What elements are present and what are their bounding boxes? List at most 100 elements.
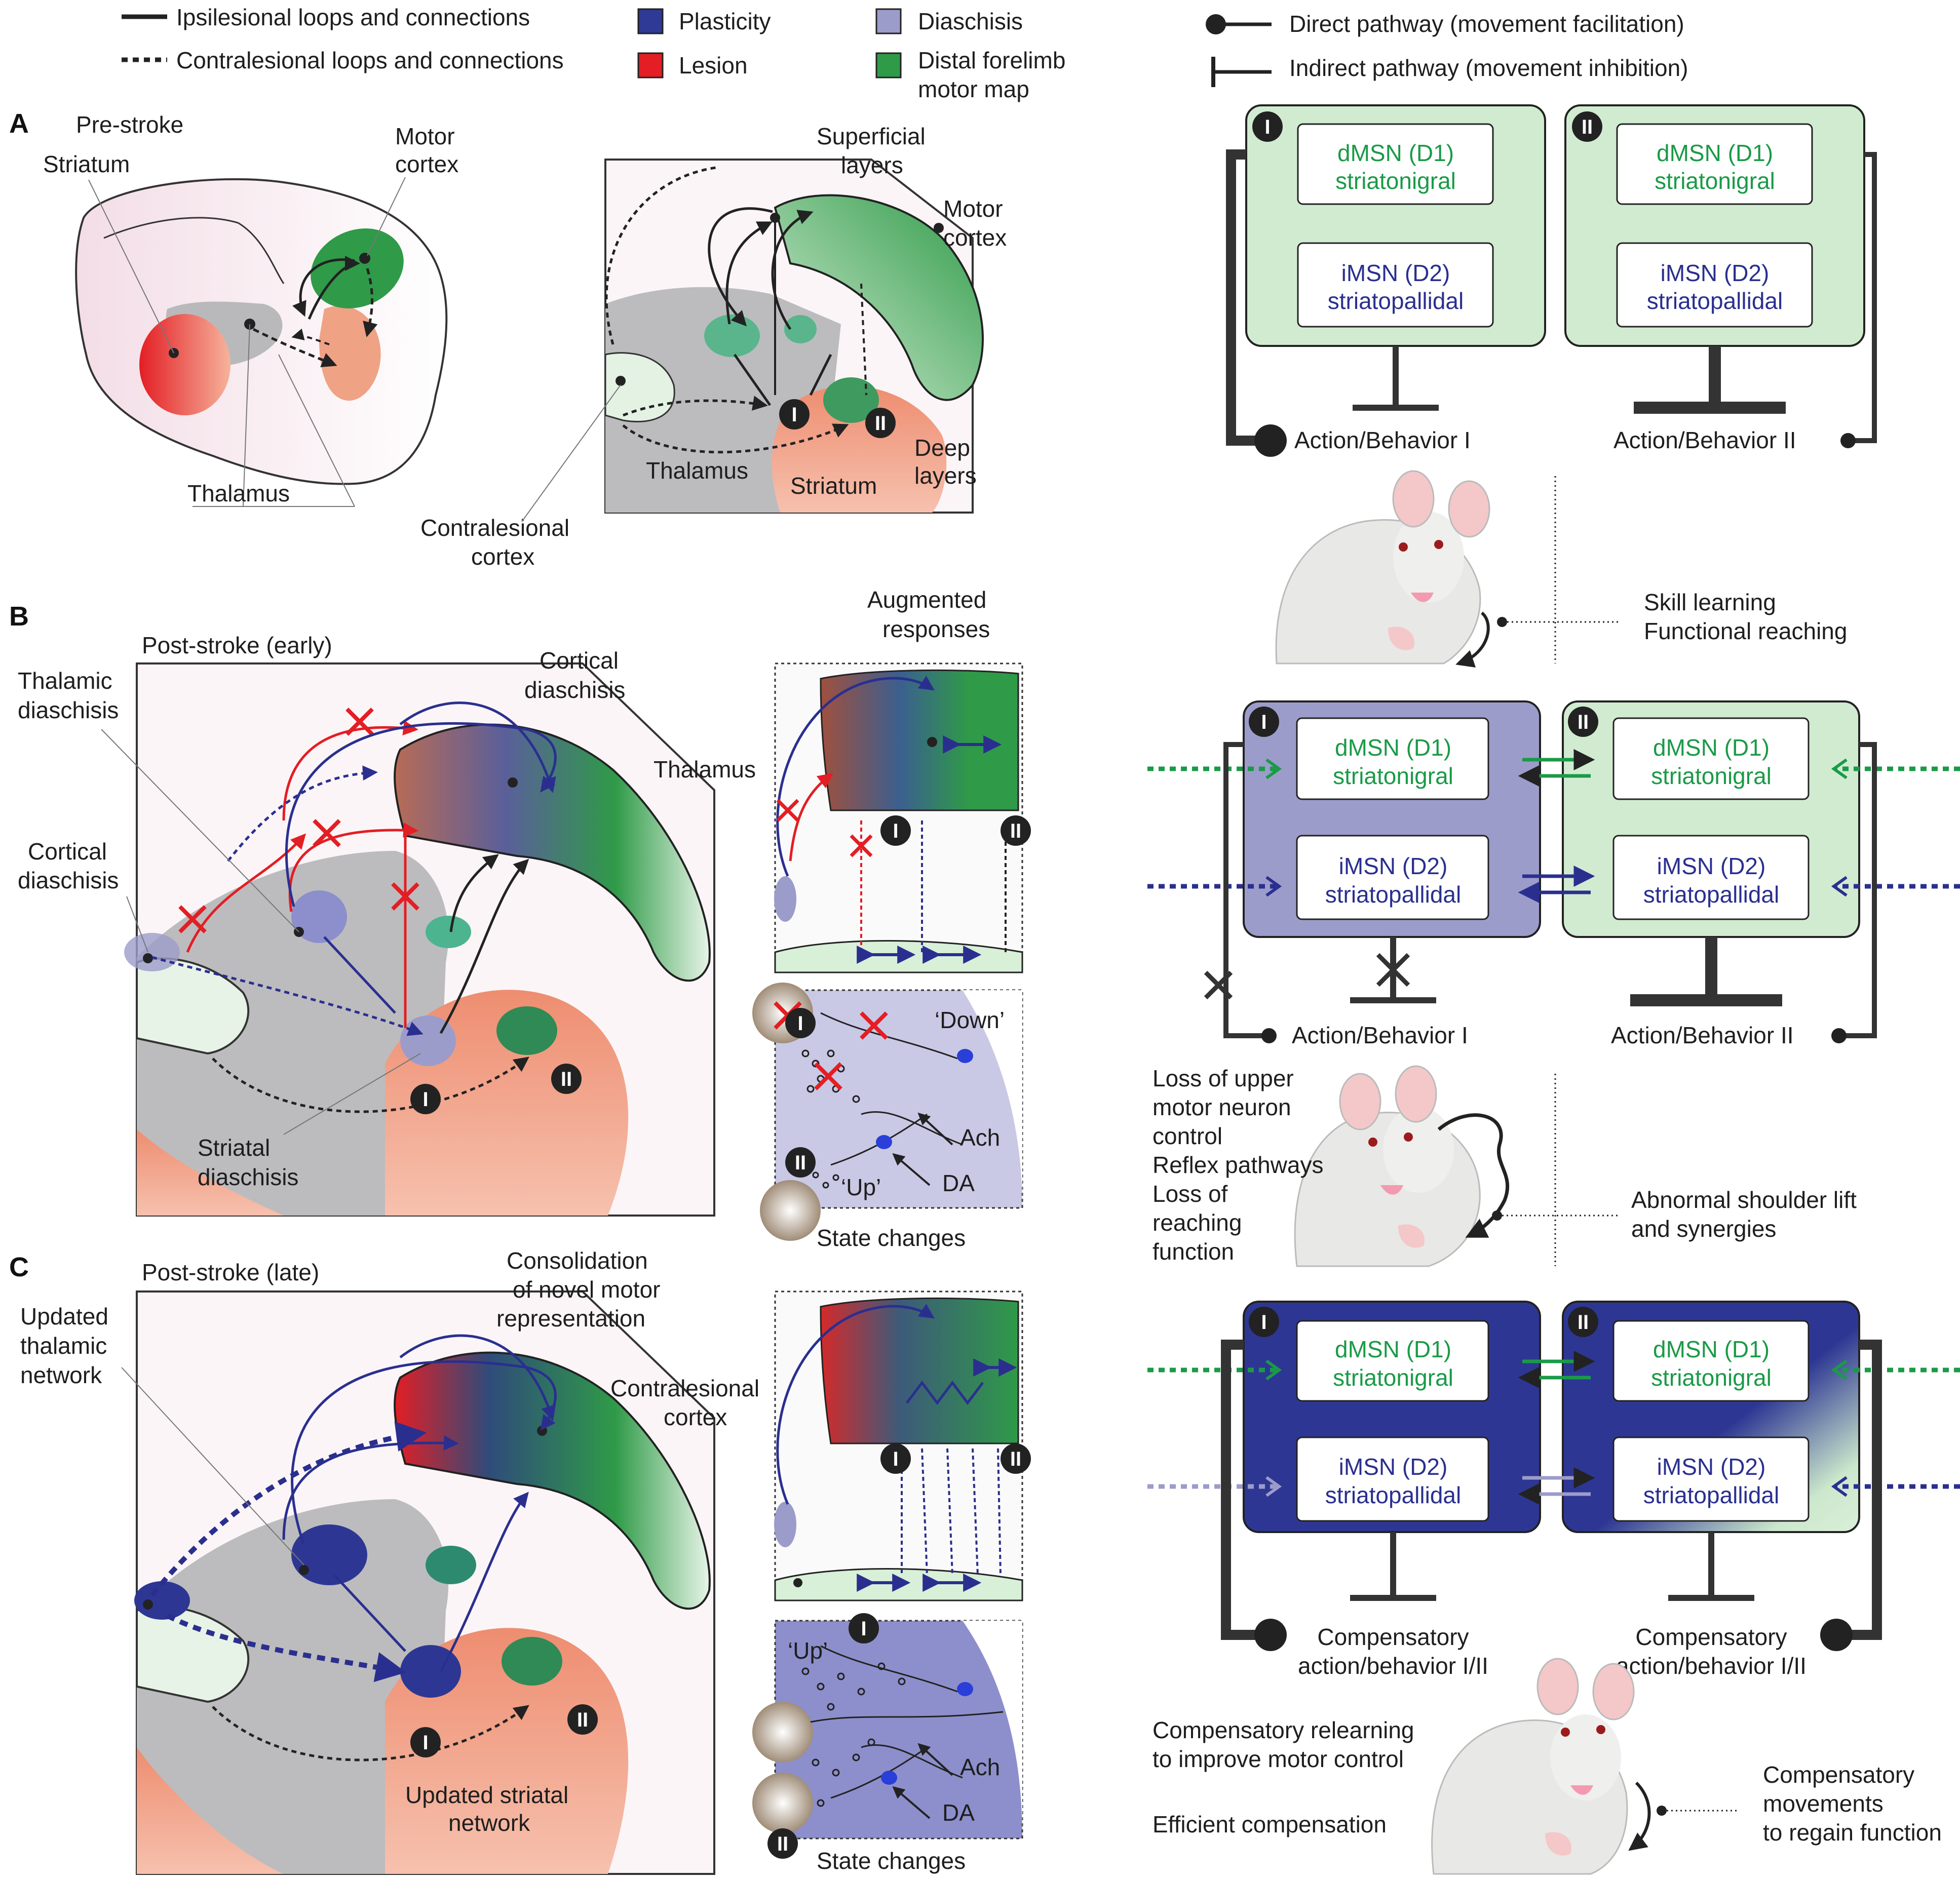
marker-I-panel-a-text: I — [791, 404, 797, 426]
panel-a-superficial-label-1: Superficial — [817, 123, 926, 149]
d2-label-1-r3: iMSN (D2) — [1339, 1454, 1448, 1480]
panel-c-consolidation-label-2: of novel motor — [513, 1276, 660, 1303]
panel-c-inset-bottom — [774, 1620, 1023, 1839]
panel-c-consolidation-label-3: representation — [496, 1305, 645, 1332]
relearn-label-1: Compensatory relearning — [1152, 1717, 1414, 1743]
loss-label-7: function — [1152, 1238, 1234, 1265]
comp-action-1-r3a: Compensatory — [1317, 1624, 1469, 1650]
legend-contra-label: Contralesional loops and connections — [176, 47, 564, 73]
circuit-row-2: dMSN (D1) striatonigral iMSN (D2) striat… — [1147, 700, 1960, 1048]
d2-label-3-r3: iMSN (D2) — [1657, 1454, 1766, 1480]
panel-b-title: Post-stroke (early) — [142, 632, 332, 658]
d2-label-4-r3: striatopallidal — [1643, 1482, 1779, 1508]
relearn-label-2: to improve motor control — [1152, 1746, 1404, 1772]
d1-label-3-r3: dMSN (D1) — [1653, 1336, 1770, 1362]
skill-learning-label: Skill learning — [1644, 589, 1776, 615]
marker-II-panel-a-text: II — [875, 412, 886, 435]
rat-illustration-2: Loss of upper motor neuron control Refle… — [1152, 1065, 1857, 1267]
panel-a: A Pre-stroke Striatum Motor cortex Thala… — [9, 108, 1007, 570]
abnormal-label-2: and synergies — [1631, 1216, 1776, 1242]
marker-I-panel-a — [779, 399, 810, 429]
panel-c-updated-thal-label-1: Updated — [20, 1303, 108, 1329]
marker-II-state-c: II — [777, 1833, 788, 1855]
legend-lesion-label: Lesion — [679, 52, 748, 79]
rat-illustration-1: Skill learning Functional reaching — [1275, 470, 1847, 668]
marker-II-state-b: II — [795, 1152, 806, 1174]
marker-II-inset-b: II — [1010, 820, 1021, 842]
loss-label-6: reaching — [1152, 1209, 1242, 1236]
panel-b-inset-bottom — [774, 989, 1023, 1209]
panel-c-updated-striatal-label-1: Updated striatal — [405, 1782, 568, 1808]
panel-b-up-label: ‘Up’ — [841, 1174, 881, 1200]
panel-b-cortical-dia-label-1: Cortical — [540, 647, 619, 674]
num-I-r1: I — [1264, 116, 1270, 138]
panel-b-striatal-dia-label-1: Striatal — [198, 1134, 270, 1161]
functional-reaching-label: Functional reaching — [1644, 618, 1847, 644]
d1-label-2-r2: striatonigral — [1333, 763, 1453, 789]
panel-a-striatum-b-label: Striatum — [790, 473, 877, 499]
legend-plasticity-label: Plasticity — [679, 8, 771, 34]
legend-diaschisis-swatch — [875, 8, 902, 34]
panel-a-deep-label-2: layers — [914, 462, 977, 489]
marker-I-panel-c: I — [422, 1732, 428, 1754]
marker-II-panel-b — [551, 1064, 582, 1094]
panel-b-cortical-dia-label-2: diaschisis — [524, 677, 625, 703]
panel-b-augmented-label-2: responses — [882, 616, 990, 642]
comp-move-label-2: movements — [1763, 1790, 1884, 1817]
legend: Ipsilesional loops and connections Contr… — [122, 4, 1688, 102]
num-II-r2: II — [1578, 711, 1589, 733]
panel-b-cortical-dia-left-label-2: diaschisis — [18, 867, 119, 893]
panel-c-updated-striatal-label-2: network — [448, 1810, 530, 1836]
comp-move-label-1: Compensatory — [1763, 1761, 1914, 1788]
marker-II-panel-b-text: II — [561, 1068, 572, 1090]
panel-a-superficial-label-2: layers — [841, 152, 903, 178]
d2-label-2-r1: striatopallidal — [1328, 288, 1464, 314]
panel-b-thalamic-dia-label-1: Thalamic — [18, 668, 112, 694]
panel-a-deep-label-1: Deep — [914, 435, 970, 461]
marker-I-panel-b — [410, 1084, 441, 1114]
panel-a-motor-cortex-label-2: cortex — [395, 151, 458, 177]
d2-label-1-r1: iMSN (D2) — [1341, 260, 1450, 286]
cortex-slab-b — [394, 723, 711, 982]
panel-c-da-label: DA — [942, 1799, 975, 1826]
panel-b-cortical-dia-left-label-1: Cortical — [28, 838, 107, 865]
motor-cortex-slab — [774, 194, 984, 401]
loss-label-4: Reflex pathways — [1152, 1152, 1324, 1178]
d1-label-3-r2: dMSN (D1) — [1653, 734, 1770, 761]
comp-action-1-r3b: Compensatory — [1635, 1624, 1787, 1650]
marker-I-state-c: I — [861, 1618, 866, 1640]
panel-b: B Post-stroke (early) — [9, 586, 1031, 1251]
efficient-label: Efficient compensation — [1152, 1811, 1387, 1837]
cortex-slab-c — [394, 1351, 711, 1610]
d1-label-1-r1: dMSN (D1) — [1337, 140, 1454, 166]
panel-c: C Post-stroke (late) I II Updated thalam… — [9, 1247, 1031, 1875]
marker-I-panel-b-text: I — [422, 1088, 428, 1111]
panel-c-contra-label-2: cortex — [664, 1404, 727, 1430]
action-II-r2: Action/Behavior II — [1611, 1022, 1794, 1048]
panel-b-striatal-dia-label-2: diaschisis — [198, 1164, 298, 1190]
d2-label-2-r2: striatopallidal — [1325, 881, 1461, 908]
marker-II-panel-a — [865, 408, 896, 438]
panel-a-letter: A — [9, 108, 29, 139]
loss-label-3: control — [1152, 1123, 1222, 1149]
d2-label-1-r2: iMSN (D2) — [1339, 853, 1448, 879]
marker-I-state-b: I — [797, 1012, 803, 1035]
panel-a-thalamus-label: Thalamus — [187, 480, 290, 506]
panel-c-contra-label-1: Contralesional — [610, 1375, 759, 1401]
legend-diaschisis-label: Diaschisis — [918, 8, 1023, 34]
panel-a-striatum-label: Striatum — [43, 151, 130, 177]
loss-label-2: motor neuron — [1152, 1094, 1291, 1120]
panel-a-motor-cortex-label-1: Motor — [395, 123, 455, 149]
d2-label-3-r2: iMSN (D2) — [1657, 853, 1766, 879]
panel-b-da-label: DA — [942, 1170, 975, 1196]
panel-a-contra-label-1: Contralesional — [420, 515, 569, 541]
panel-b-augmented-label-1: Augmented — [867, 586, 986, 613]
d1-label-2-r3: striatonigral — [1333, 1364, 1453, 1391]
d1-label-2-r1: striatonigral — [1335, 168, 1456, 194]
num-I-r3: I — [1261, 1311, 1266, 1334]
loss-label-5: Loss of — [1152, 1181, 1228, 1207]
loss-label-1: Loss of upper — [1152, 1065, 1294, 1091]
panel-b-down-label: ‘Down’ — [935, 1007, 1005, 1033]
num-II-r3: II — [1578, 1311, 1589, 1334]
d2-label-4-r2: striatopallidal — [1643, 881, 1779, 908]
